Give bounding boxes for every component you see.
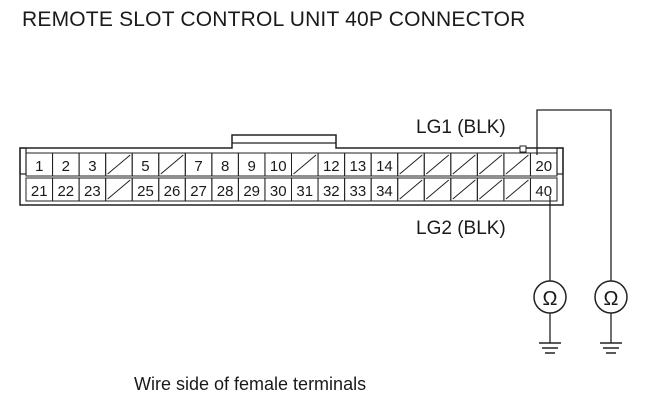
terminal-label: 13 xyxy=(350,158,367,175)
unused-terminal-slash xyxy=(107,179,131,200)
terminal-label: 2 xyxy=(62,158,70,175)
terminal-label: 40 xyxy=(535,183,552,200)
unused-terminal-slash xyxy=(452,179,476,200)
unused-terminal-slash xyxy=(505,154,529,175)
lg2-label: LG2 (BLK) xyxy=(416,218,506,239)
probe-wire-lg1 xyxy=(536,109,612,282)
ohmmeter-icon: Ω xyxy=(594,280,628,343)
unused-terminal-slash xyxy=(160,154,184,175)
terminal-label: 30 xyxy=(270,183,287,200)
terminal-label: 28 xyxy=(217,183,234,200)
terminal-label: 12 xyxy=(323,158,340,175)
ground-icon xyxy=(539,342,561,354)
caption: Wire side of female terminals xyxy=(134,374,367,394)
terminal-label: 5 xyxy=(141,158,149,175)
terminal-label: 10 xyxy=(270,158,287,175)
terminal-label: 29 xyxy=(243,183,260,200)
unused-terminal-slash xyxy=(293,154,317,175)
unused-terminal-slash xyxy=(479,154,503,175)
unused-terminal-slash xyxy=(479,179,503,200)
ground-icon xyxy=(600,342,622,354)
bottom-row: 21 22 23 25 26 27 28 29 30 31 32 33 34 40 xyxy=(25,177,558,202)
terminal-label: 8 xyxy=(221,158,229,175)
terminal-label: 3 xyxy=(88,158,96,175)
lg1-label: LG1 (BLK) xyxy=(416,117,506,138)
terminal-label: 1 xyxy=(35,158,43,175)
ohm-symbol: Ω xyxy=(604,288,619,310)
terminal-20 xyxy=(529,152,558,177)
unused-terminal-slash xyxy=(399,154,423,175)
diagram-title: REMOTE SLOT CONTROL UNIT 40P CONNECTOR xyxy=(22,8,526,31)
unused-terminal-slash xyxy=(107,154,131,175)
unused-terminal-slash xyxy=(425,179,450,200)
terminal-40 xyxy=(529,177,558,202)
terminal-label: 31 xyxy=(296,183,313,200)
terminal-label: 25 xyxy=(137,183,154,200)
unused-terminal-slash xyxy=(425,154,450,175)
unused-terminal-slash xyxy=(505,179,529,200)
terminal-label: 27 xyxy=(190,183,207,200)
terminal-label: 9 xyxy=(248,158,256,175)
connector-right-tab xyxy=(556,147,564,175)
unused-terminal-slash xyxy=(452,154,476,175)
ohm-symbol: Ω xyxy=(543,288,558,310)
unused-terminal-slash xyxy=(399,179,423,200)
terminal-label: 20 xyxy=(535,158,552,175)
connector-housing xyxy=(19,134,564,206)
terminal-label: 26 xyxy=(164,183,181,200)
connector-left-tab xyxy=(19,147,27,175)
terminal-label: 32 xyxy=(323,183,340,200)
terminal-label: 33 xyxy=(350,183,367,200)
connector-key xyxy=(519,145,527,153)
ohmmeter-icon: Ω xyxy=(533,280,567,343)
terminal-label: 14 xyxy=(376,158,393,175)
terminal-label: 23 xyxy=(84,183,101,200)
terminal-label: 21 xyxy=(31,183,48,200)
terminal-label: 22 xyxy=(57,183,74,200)
terminal-label: 7 xyxy=(194,158,202,175)
terminal-label: 34 xyxy=(376,183,393,200)
